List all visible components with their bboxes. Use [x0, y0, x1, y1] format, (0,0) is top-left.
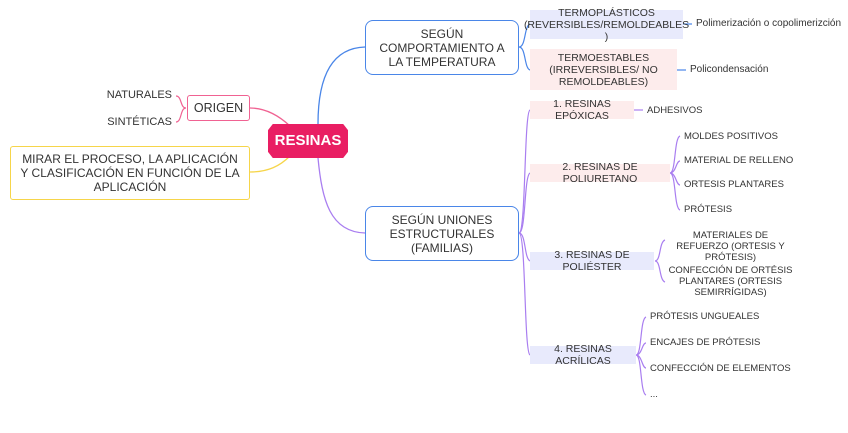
epoxicas-item[interactable]: ADHESIVOS	[647, 105, 703, 116]
poliester-item[interactable]: MATERIALES DE REFUERZO (ORTESIS Y PRÓTES…	[676, 230, 785, 263]
temperature-node[interactable]: SEGÚN COMPORTAMIENTO A LA TEMPERATURA	[365, 20, 519, 75]
termoestables-detail[interactable]: Policondensación	[690, 64, 769, 75]
acrilicas-node[interactable]: 4. RESINAS ACRÍLICAS	[530, 343, 636, 367]
poliester-item[interactable]: CONFECCIÓN DE ORTÉSIS PLANTARES (ORTESIS…	[668, 265, 793, 298]
acrilicas-item[interactable]: ...	[650, 389, 658, 400]
families-node[interactable]: SEGÚN UNIONES ESTRUCTURALES (FAMILIAS)	[365, 206, 519, 261]
origin-node[interactable]: ORIGEN	[187, 95, 250, 121]
acrilicas-item[interactable]: ENCAJES DE PRÓTESIS	[650, 337, 761, 348]
epoxicas-node[interactable]: 1. RESINAS EPÓXICAS	[530, 98, 634, 122]
acrilicas-item[interactable]: PRÓTESIS UNGUEALES	[650, 311, 760, 322]
poliuretano-item[interactable]: ORTESIS PLANTARES	[684, 179, 784, 190]
poliuretano-item[interactable]: MATERIAL DE RELLENO	[684, 155, 794, 166]
root-node[interactable]: RESINAS	[268, 124, 348, 158]
termoplasticos-detail[interactable]: Polimerización o copolimerizción	[696, 18, 842, 29]
termoestables-node[interactable]: TERMOESTABLES (IRREVERSIBLES/ NO REMOLDE…	[530, 49, 677, 90]
acrilicas-item[interactable]: CONFECCIÓN DE ELEMENTOS	[650, 363, 791, 374]
termoplasticos-node[interactable]: TERMOPLÁSTICOS (REVERSIBLES/REMOLDEABLES…	[523, 6, 690, 43]
poliuretano-item[interactable]: MOLDES POSITIVOS	[684, 131, 778, 142]
note-node[interactable]: MIRAR EL PROCESO, LA APLICACIÓN Y CLASIF…	[10, 146, 250, 200]
origin-child-sinteticas[interactable]: SINTÉTICAS	[107, 116, 172, 128]
poliuretano-node[interactable]: 2. RESINAS DE POLIURETANO	[530, 161, 670, 185]
poliuretano-item[interactable]: PRÓTESIS	[684, 204, 733, 215]
origin-child-naturales[interactable]: NATURALES	[106, 89, 172, 101]
poliester-node[interactable]: 3. RESINAS DE POLIÉSTER	[530, 249, 654, 273]
